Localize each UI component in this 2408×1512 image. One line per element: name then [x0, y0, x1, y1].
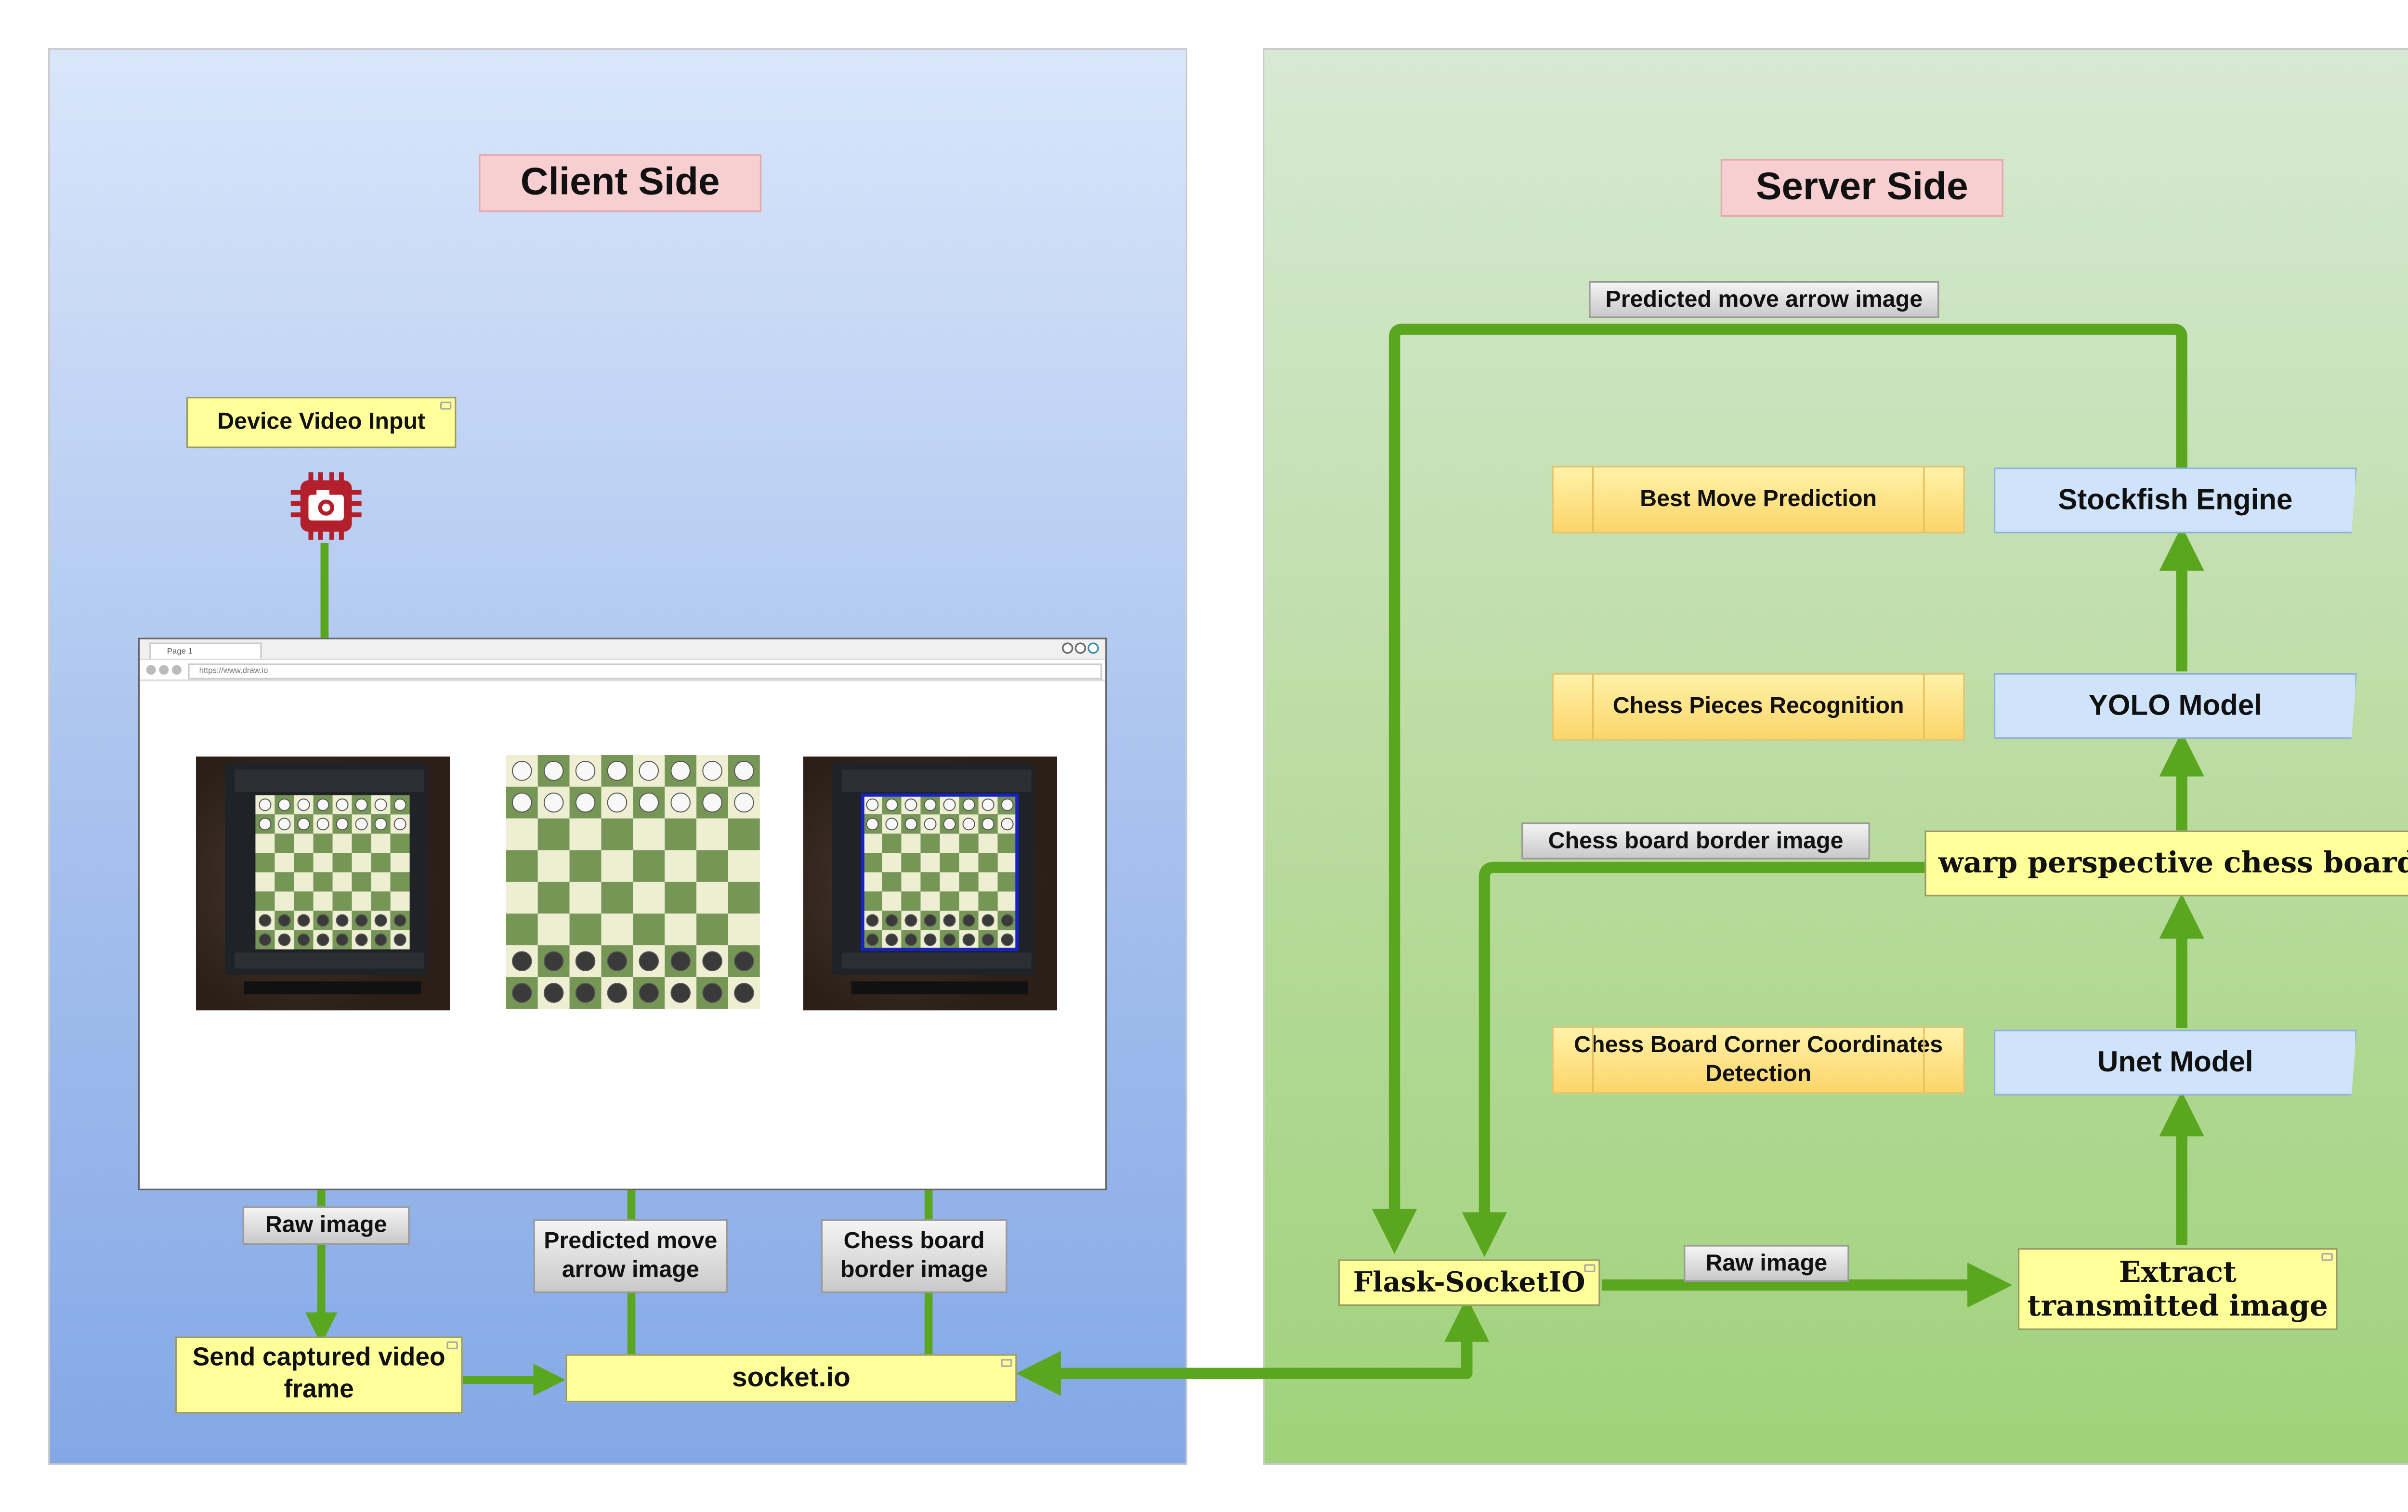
arrow-stockfish-to-flask: [1372, 324, 2187, 1254]
predicted-move-arrow-image-label: Predicted move arrow image: [533, 1219, 728, 1293]
forward-icon[interactable]: [159, 665, 169, 675]
warp-perspective-note: warp perspective chess board: [1924, 830, 2408, 897]
chess-board-border-image-server-label: Chess board border image: [1521, 822, 1870, 860]
chess-pieces-recognition-label: Chess Pieces Recognition: [1552, 673, 1965, 741]
corner-detection-label: Chess Board Corner Coordinates Detection: [1552, 1026, 1965, 1094]
yolo-model-box: YOLO Model: [1993, 673, 2357, 739]
arrow-warp-to-flask: [1462, 861, 1925, 1257]
best-move-prediction-label: Best Move Prediction: [1552, 466, 1965, 534]
server-side-title: Server Side: [1720, 159, 2003, 217]
send-captured-frame-note: Send captured video frame: [175, 1336, 463, 1414]
raw-camera-frame-image: [196, 756, 450, 1011]
predicted-move-arrow-image: [506, 755, 760, 1009]
socket-io-note: socket.io: [565, 1354, 1017, 1403]
reload-icon[interactable]: [171, 665, 182, 675]
raw-image-label: Raw image: [242, 1206, 410, 1245]
unet-model-box: Unet Model: [1993, 1030, 2357, 1096]
browser-tab[interactable]: Page 1: [149, 642, 262, 659]
stockfish-engine-box: Stockfish Engine: [1993, 467, 2357, 534]
extract-image-note: Extract transmitted image: [2017, 1248, 2338, 1330]
maximize-icon[interactable]: [1074, 642, 1086, 654]
flask-socketio-note: Flask-SocketIO: [1338, 1259, 1600, 1306]
arrow-flask-to-socket: [1016, 1320, 1473, 1396]
predicted-move-arrow-image-server-label: Predicted move arrow image: [1589, 281, 1939, 318]
camera-chip-icon: [290, 472, 362, 540]
chess-board-border-image-label: Chess board border image: [821, 1219, 1008, 1293]
raw-image-server-label: Raw image: [1684, 1245, 1849, 1282]
device-video-input-note: Device Video Input: [186, 396, 457, 448]
close-icon[interactable]: [1087, 642, 1099, 654]
browser-tab-bar: Page 1: [140, 639, 1106, 661]
back-icon[interactable]: [146, 665, 156, 675]
chess-board-border-image: [803, 756, 1058, 1011]
client-side-title: Client Side: [479, 154, 762, 212]
minimize-icon[interactable]: [1062, 642, 1073, 654]
browser-url-row: https://www.draw.io: [140, 660, 1106, 681]
address-bar[interactable]: https://www.draw.io: [188, 663, 1102, 680]
